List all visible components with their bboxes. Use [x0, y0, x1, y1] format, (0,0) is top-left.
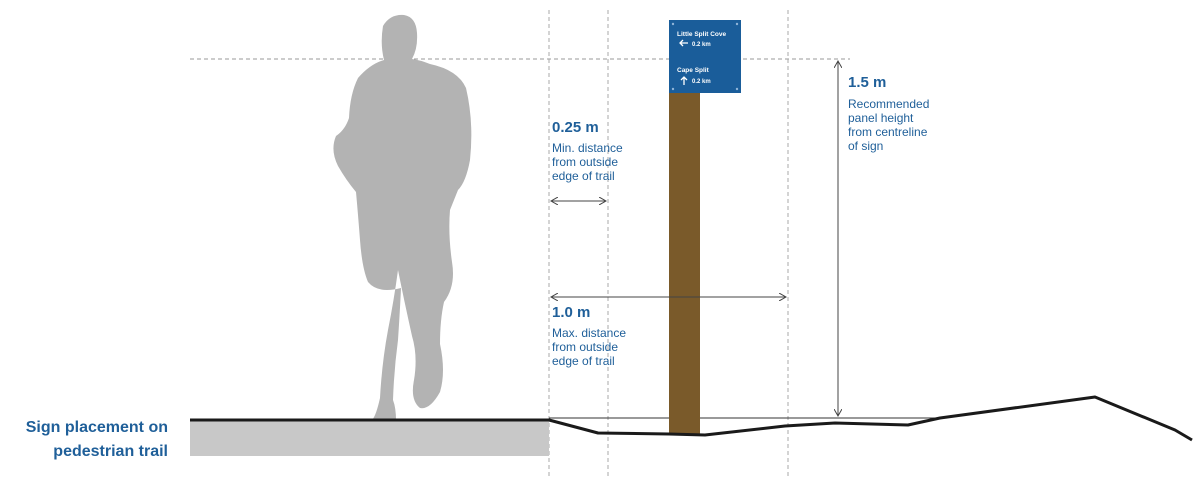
ground-profile [190, 395, 1193, 442]
max-distance-value: 1.0 m [552, 304, 590, 321]
sign-destination-2: Cape Split [677, 67, 710, 74]
min-distance-desc-2: from outside [552, 155, 618, 169]
sign-destination-1: Little Split Cove [677, 31, 727, 38]
min-distance-desc-1: Min. distance [552, 141, 623, 155]
panel-height-desc-2: panel height [848, 111, 914, 125]
panel-height-desc-1: Recommended [848, 97, 929, 111]
sign-distance-2: 0.2 km [692, 79, 711, 85]
max-distance-desc-3: edge of trail [552, 354, 615, 368]
panel-height-desc-4: of sign [848, 139, 883, 153]
sign-distance-1: 0.2 km [692, 42, 711, 48]
min-distance-value: 0.25 m [552, 119, 599, 136]
panel-height-desc-3: from centreline [848, 125, 928, 139]
max-distance-desc-2: from outside [552, 340, 618, 354]
hiker-silhouette [333, 14, 472, 421]
arrow-up-icon [680, 76, 688, 85]
min-distance-desc-3: edge of trail [552, 169, 615, 183]
sign-post [669, 93, 700, 434]
trail-bed [190, 420, 549, 456]
max-distance-desc-1: Max. distance [552, 326, 626, 340]
diagram-title-line-2: pedestrian trail [53, 443, 168, 460]
arrow-left-icon [679, 39, 688, 47]
panel-height-value: 1.5 m [848, 74, 886, 91]
sign-panel: Little Split Cove 0.2 km Cape Split 0.2 … [669, 20, 741, 93]
diagram-title-line-1: Sign placement on [26, 419, 168, 436]
